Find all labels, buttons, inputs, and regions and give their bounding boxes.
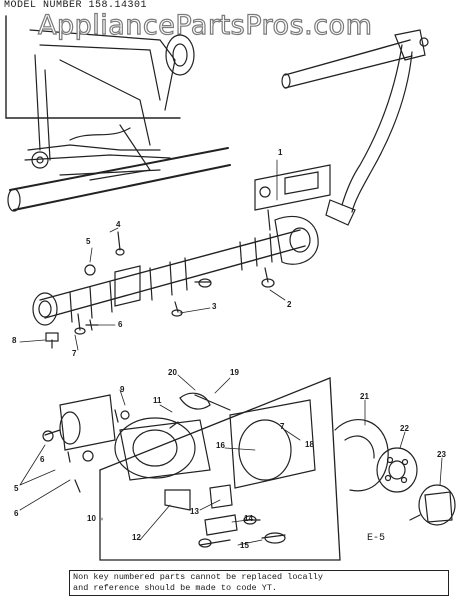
callout-23: 23	[437, 450, 446, 459]
callout-18: 18	[305, 440, 314, 449]
callout-7-inset: 7	[280, 422, 285, 431]
callout-6-lower: 6	[40, 455, 45, 464]
callout-6: 6	[118, 320, 123, 329]
shaft-assembly	[32, 215, 319, 349]
callout-12: 12	[132, 533, 141, 542]
callout-11: 11	[153, 396, 162, 405]
callout-1: 1	[278, 148, 283, 157]
callout-5: 5	[86, 237, 91, 246]
footnote-line-2: and reference should be made to code YT.	[73, 583, 278, 593]
callout-13: 13	[190, 507, 199, 516]
callout-6-bottom: 6	[14, 509, 19, 518]
callout-19: 19	[230, 368, 239, 377]
callout-15: 15	[240, 541, 249, 550]
footnote-box: Non key numbered parts cannot be replace…	[69, 570, 449, 596]
callout-8: 8	[12, 336, 17, 345]
callout-16: 16	[216, 441, 225, 450]
machine-inset	[5, 15, 231, 212]
callout-3: 3	[212, 302, 217, 311]
rocker-arm	[254, 29, 429, 231]
callout-4: 4	[116, 220, 121, 229]
bobbin-parts	[334, 419, 456, 526]
callout-7: 7	[72, 349, 77, 358]
footnote-line-1: Non key numbered parts cannot be replace…	[73, 572, 323, 582]
hook-assembly	[42, 377, 341, 561]
callout-21: 21	[360, 392, 369, 401]
callout-20: 20	[168, 368, 177, 377]
leader-lines	[19, 159, 443, 546]
callout-5-lower: 5	[14, 484, 19, 493]
callout-9: 9	[120, 385, 125, 394]
callout-22: 22	[400, 424, 409, 433]
callout-14: 14	[244, 514, 253, 523]
watermark-text: AppliancePartsPros.com	[37, 9, 373, 41]
callout-10: 10	[87, 514, 96, 523]
callout-2: 2	[287, 300, 292, 309]
diagram-code: E-5	[367, 533, 386, 544]
model-number-label: MODEL NUMBER 158.14301	[4, 0, 148, 11]
